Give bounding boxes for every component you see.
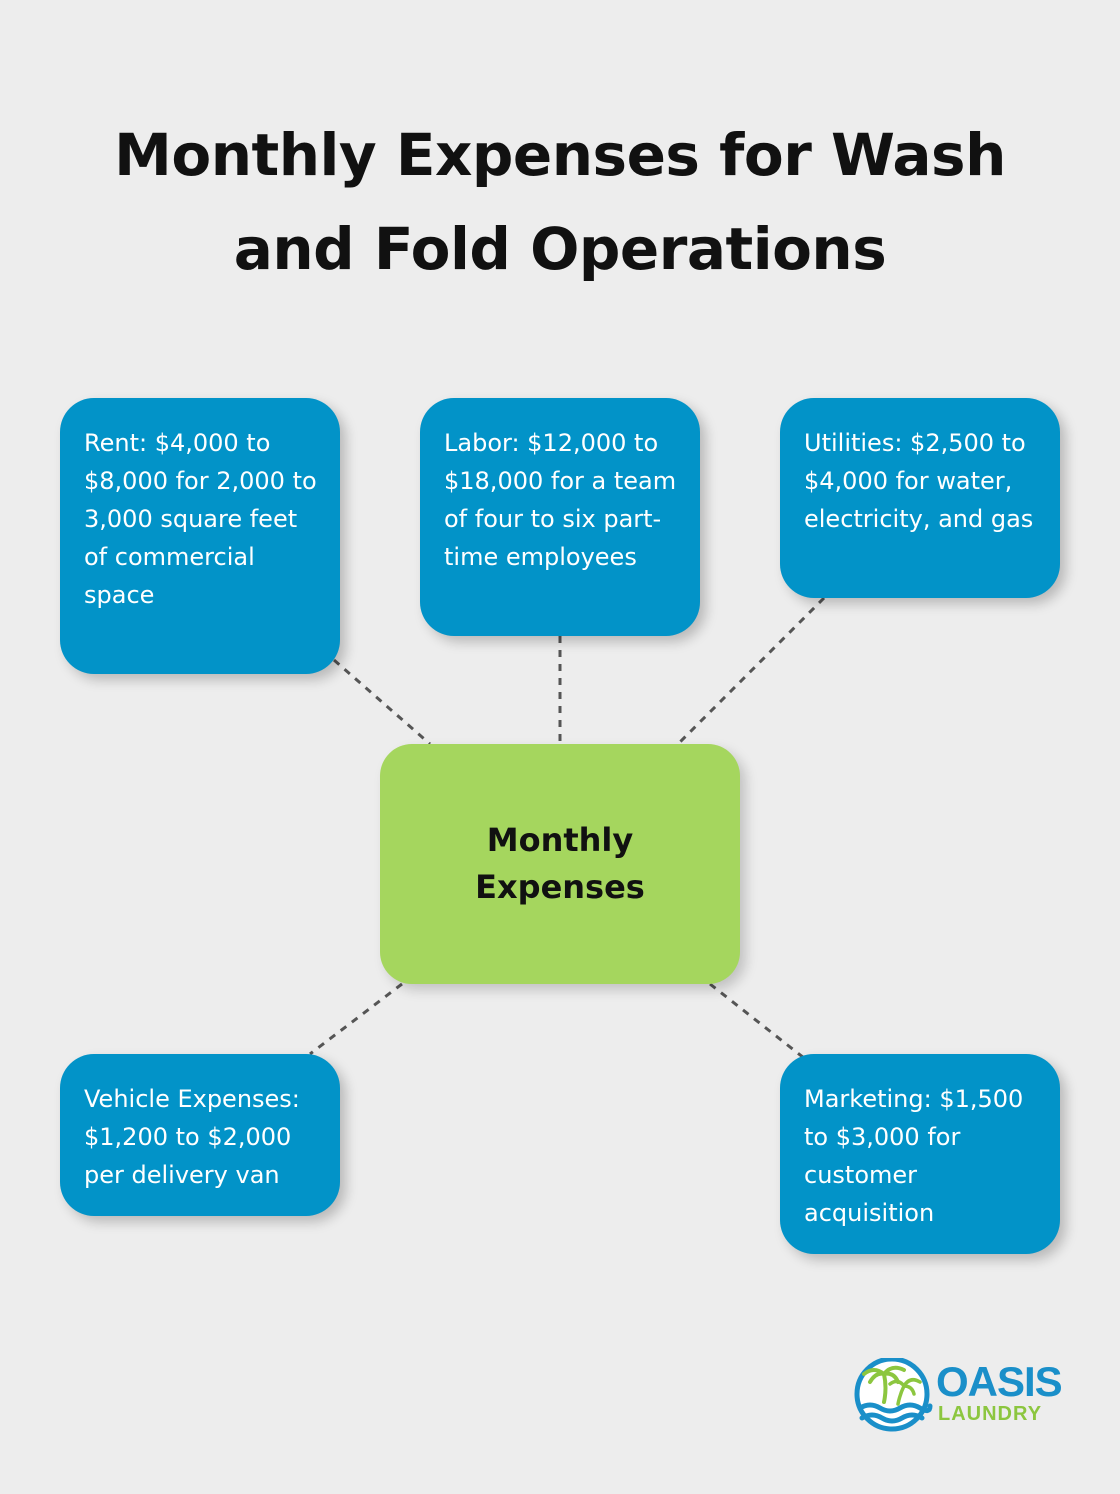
vehicle-node: Vehicle Expenses: $1,200 to $2,000 per d… (60, 1054, 340, 1216)
palm-tree-wave-icon (854, 1358, 933, 1432)
connector-rent (333, 658, 431, 746)
connector-vehicle (309, 982, 403, 1056)
logo-subtitle: LAUNDRY (938, 1403, 1043, 1425)
brand-logo: OASIS LAUNDRY (854, 1358, 1064, 1436)
center-node: Monthly Expenses (380, 744, 740, 984)
marketing-node: Marketing: $1,500 to $3,000 for customer… (780, 1054, 1060, 1254)
connector-utilities (676, 596, 826, 746)
logo-wordmark: OASIS (936, 1358, 1063, 1405)
utilities-node: Utilities: $2,500 to $4,000 for water, e… (780, 398, 1060, 598)
connector-marketing (709, 982, 805, 1060)
rent-node: Rent: $4,000 to $8,000 for 2,000 to 3,00… (60, 398, 340, 674)
page-title: Monthly Expenses for Wash and Fold Opera… (114, 121, 1006, 283)
labor-node: Labor: $12,000 to $18,000 for a team of … (420, 398, 700, 636)
center-label: Monthly Expenses (475, 821, 645, 906)
